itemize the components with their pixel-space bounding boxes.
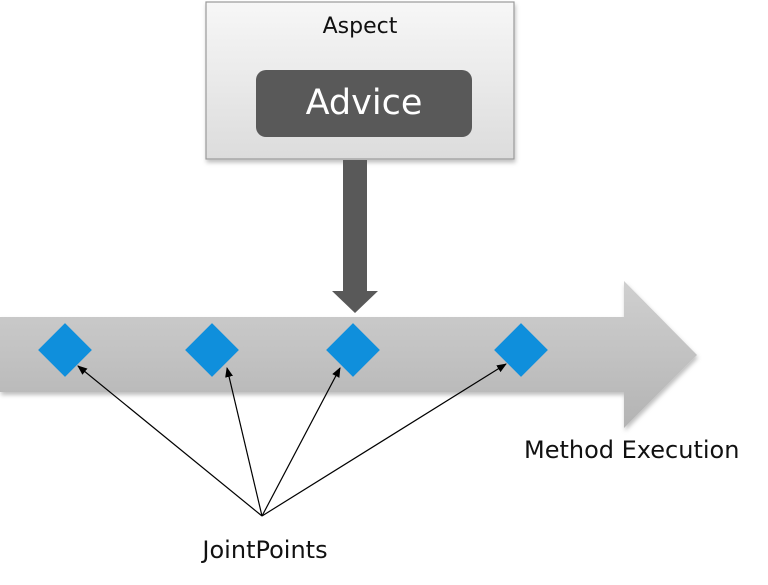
method-execution-label: Method Execution (524, 436, 740, 464)
joinpoint-pointer-line (225, 367, 263, 517)
advice-down-arrow (332, 160, 378, 313)
joinpoint-diamond (185, 323, 239, 377)
joinpoint-diamond (38, 323, 92, 377)
joinpoint-diamond (326, 323, 380, 377)
advice-label: Advice (305, 83, 423, 123)
advice-box (256, 70, 472, 137)
joinpoint-pointer-line (261, 367, 341, 517)
joinpoint-pointer-line (77, 365, 263, 517)
joinpoint-pointer-line (261, 363, 507, 517)
aspect-title: Aspect (322, 14, 398, 39)
joinpoints-label: JointPoints (202, 536, 328, 564)
